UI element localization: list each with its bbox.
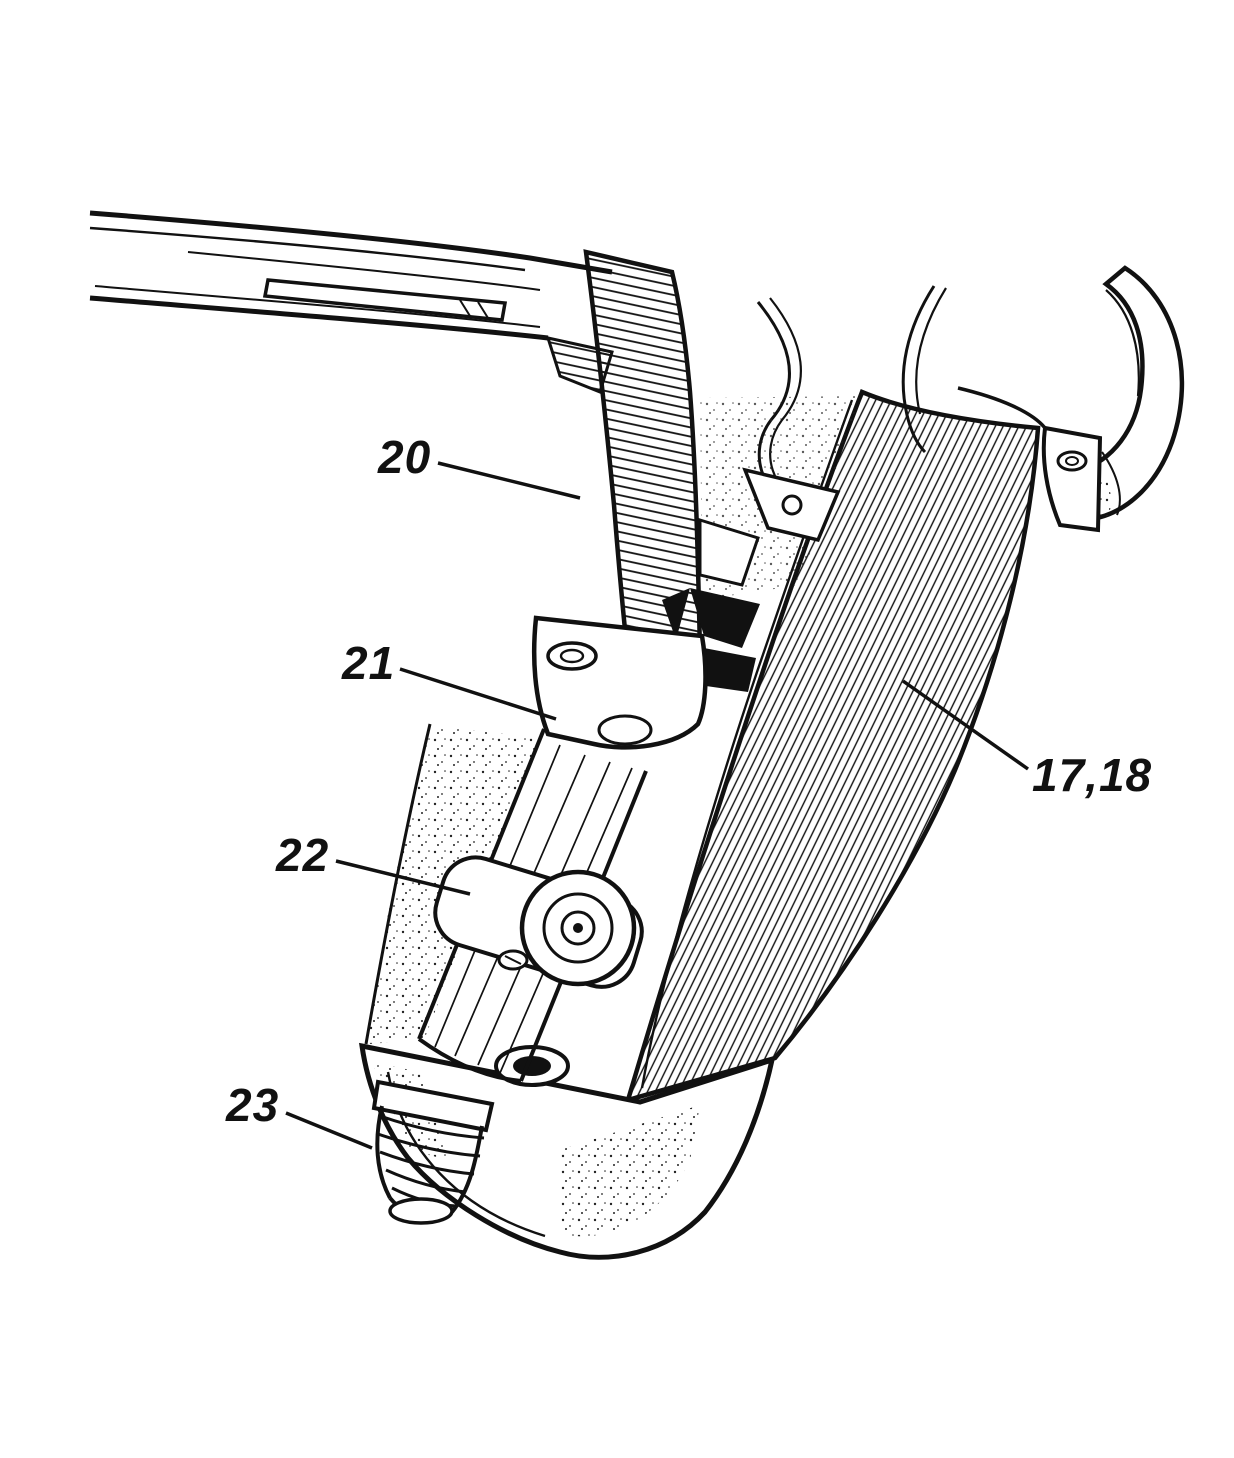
leader-line-23 xyxy=(285,1111,373,1150)
callout-label-23: 23 xyxy=(226,1079,280,1131)
trigger-internals xyxy=(662,467,841,692)
leader-line-20 xyxy=(437,461,581,500)
leader-line-21 xyxy=(399,667,557,721)
callout-label-17-18: 17,18 xyxy=(1032,749,1153,801)
leader-line-17-18 xyxy=(901,679,1030,771)
threaded-fitting xyxy=(371,1079,495,1225)
valve-body-block xyxy=(531,615,708,750)
leader-lines xyxy=(285,461,1030,1150)
callout-label-20: 20 xyxy=(378,431,432,483)
callout-label-21: 21 xyxy=(342,637,396,689)
leader-line-22 xyxy=(335,859,471,896)
callout-label-22: 22 xyxy=(276,829,330,881)
valve-wheel xyxy=(433,855,644,989)
right-frame-fragment xyxy=(957,265,1185,533)
grip-base-cap xyxy=(359,1042,776,1260)
top-rail xyxy=(89,210,614,395)
